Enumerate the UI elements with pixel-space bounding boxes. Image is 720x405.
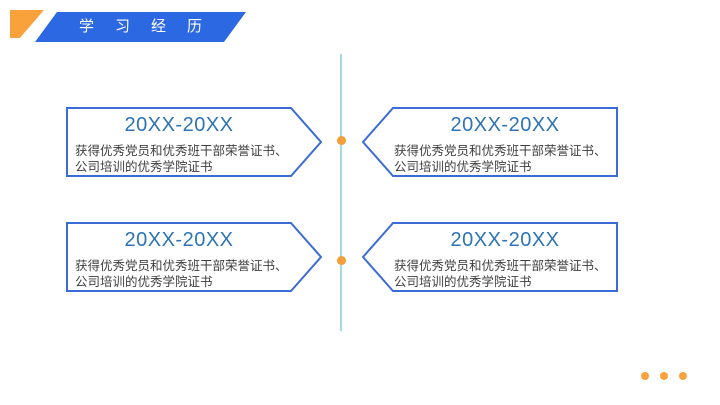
- entry-description-line1: 获得优秀党员和优秀班干部荣誉证书、: [75, 259, 288, 273]
- entry-description: 获得优秀党员和优秀班干部荣誉证书、 公司培训的优秀学院证书: [394, 143, 607, 175]
- arrow-right-shape: [66, 222, 322, 292]
- page-title-banner: 学习经历: [35, 12, 246, 42]
- title-accent-shape: [10, 10, 44, 38]
- entry-description-line2: 公司培训的优秀学院证书: [394, 275, 532, 289]
- timeline-line: [340, 54, 342, 331]
- decoration-dot: [660, 372, 668, 380]
- timeline-entry-1: 20XX-20XX 获得优秀党员和优秀班干部荣誉证书、 公司培训的优秀学院证书: [66, 107, 322, 177]
- arrow-left-shape: [362, 107, 618, 177]
- timeline-dot: [337, 256, 346, 265]
- entry-description-line1: 获得优秀党员和优秀班干部荣誉证书、: [394, 144, 607, 158]
- entry-period: 20XX-20XX: [124, 229, 234, 251]
- timeline-entry-3: 20XX-20XX 获得优秀党员和优秀班干部荣誉证书、 公司培训的优秀学院证书: [66, 222, 322, 292]
- entry-description-line1: 获得优秀党员和优秀班干部荣誉证书、: [394, 259, 607, 273]
- entry-description-line2: 公司培训的优秀学院证书: [394, 160, 532, 174]
- entry-description-line1: 获得优秀党员和优秀班干部荣誉证书、: [75, 144, 288, 158]
- arrow-right-shape: [66, 107, 322, 177]
- arrow-left-shape: [362, 222, 618, 292]
- entry-period: 20XX-20XX: [450, 114, 560, 136]
- decoration-dot: [641, 372, 649, 380]
- decoration-dot: [679, 372, 687, 380]
- timeline-dot: [337, 136, 346, 145]
- entry-description: 获得优秀党员和优秀班干部荣誉证书、 公司培训的优秀学院证书: [75, 143, 288, 175]
- timeline-entry-4: 20XX-20XX 获得优秀党员和优秀班干部荣誉证书、 公司培训的优秀学院证书: [362, 222, 618, 292]
- entry-period: 20XX-20XX: [124, 114, 234, 136]
- entry-description: 获得优秀党员和优秀班干部荣誉证书、 公司培训的优秀学院证书: [394, 258, 607, 290]
- entry-description: 获得优秀党员和优秀班干部荣誉证书、 公司培训的优秀学院证书: [75, 258, 288, 290]
- entry-period: 20XX-20XX: [450, 229, 560, 251]
- timeline-entry-2: 20XX-20XX 获得优秀党员和优秀班干部荣誉证书、 公司培训的优秀学院证书: [362, 107, 618, 177]
- entry-description-line2: 公司培训的优秀学院证书: [75, 275, 213, 289]
- page-title: 学习经历: [78, 18, 223, 35]
- entry-description-line2: 公司培训的优秀学院证书: [75, 160, 213, 174]
